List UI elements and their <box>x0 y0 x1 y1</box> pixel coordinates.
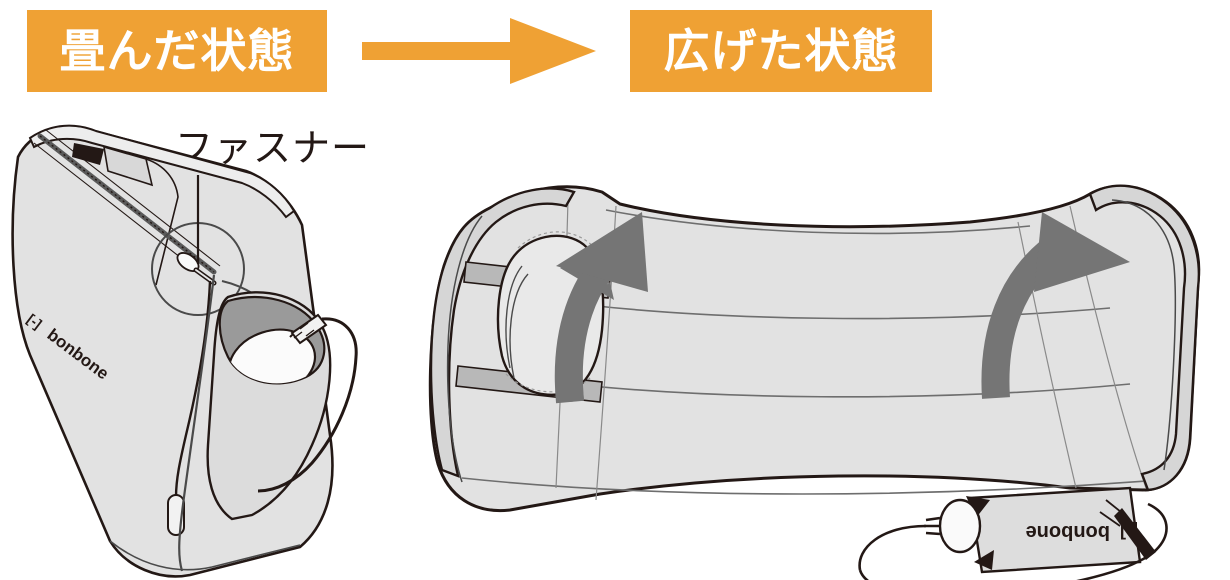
badge-folded-label: 畳んだ状態 <box>59 24 295 78</box>
air-tube <box>257 317 358 493</box>
pump-valve <box>290 313 328 345</box>
folded-bag-top-flap <box>28 124 296 286</box>
valve-nozzle-unfolded <box>1099 499 1156 560</box>
brand-logo-text-unfolded: bonbone <box>1026 521 1110 543</box>
badge-unfolded-state: 広げた状態 <box>630 10 932 92</box>
folded-bag-bottom-seam <box>109 540 301 571</box>
illustration-folded-bag: bonbone [-] <box>0 105 370 580</box>
zipper-track <box>33 129 221 280</box>
badge-folded-state: 畳んだ状態 <box>27 10 327 92</box>
pump-bulb-unfolded <box>924 498 982 554</box>
air-tube-unfolded <box>858 502 1168 580</box>
rolled-edge-right <box>1088 184 1200 492</box>
illustration-unfolded-mat: bonbone [-] <box>370 170 1230 580</box>
brand-flap-unfolded: bonbone [-] <box>966 486 1142 574</box>
badge-unfolded-label: 広げた状態 <box>663 24 899 78</box>
rolled-edge-left <box>429 187 576 483</box>
motion-arrow-roll-right <box>981 212 1130 399</box>
transition-arrow-icon <box>362 18 596 84</box>
motion-arrow-roll-left <box>554 212 648 404</box>
